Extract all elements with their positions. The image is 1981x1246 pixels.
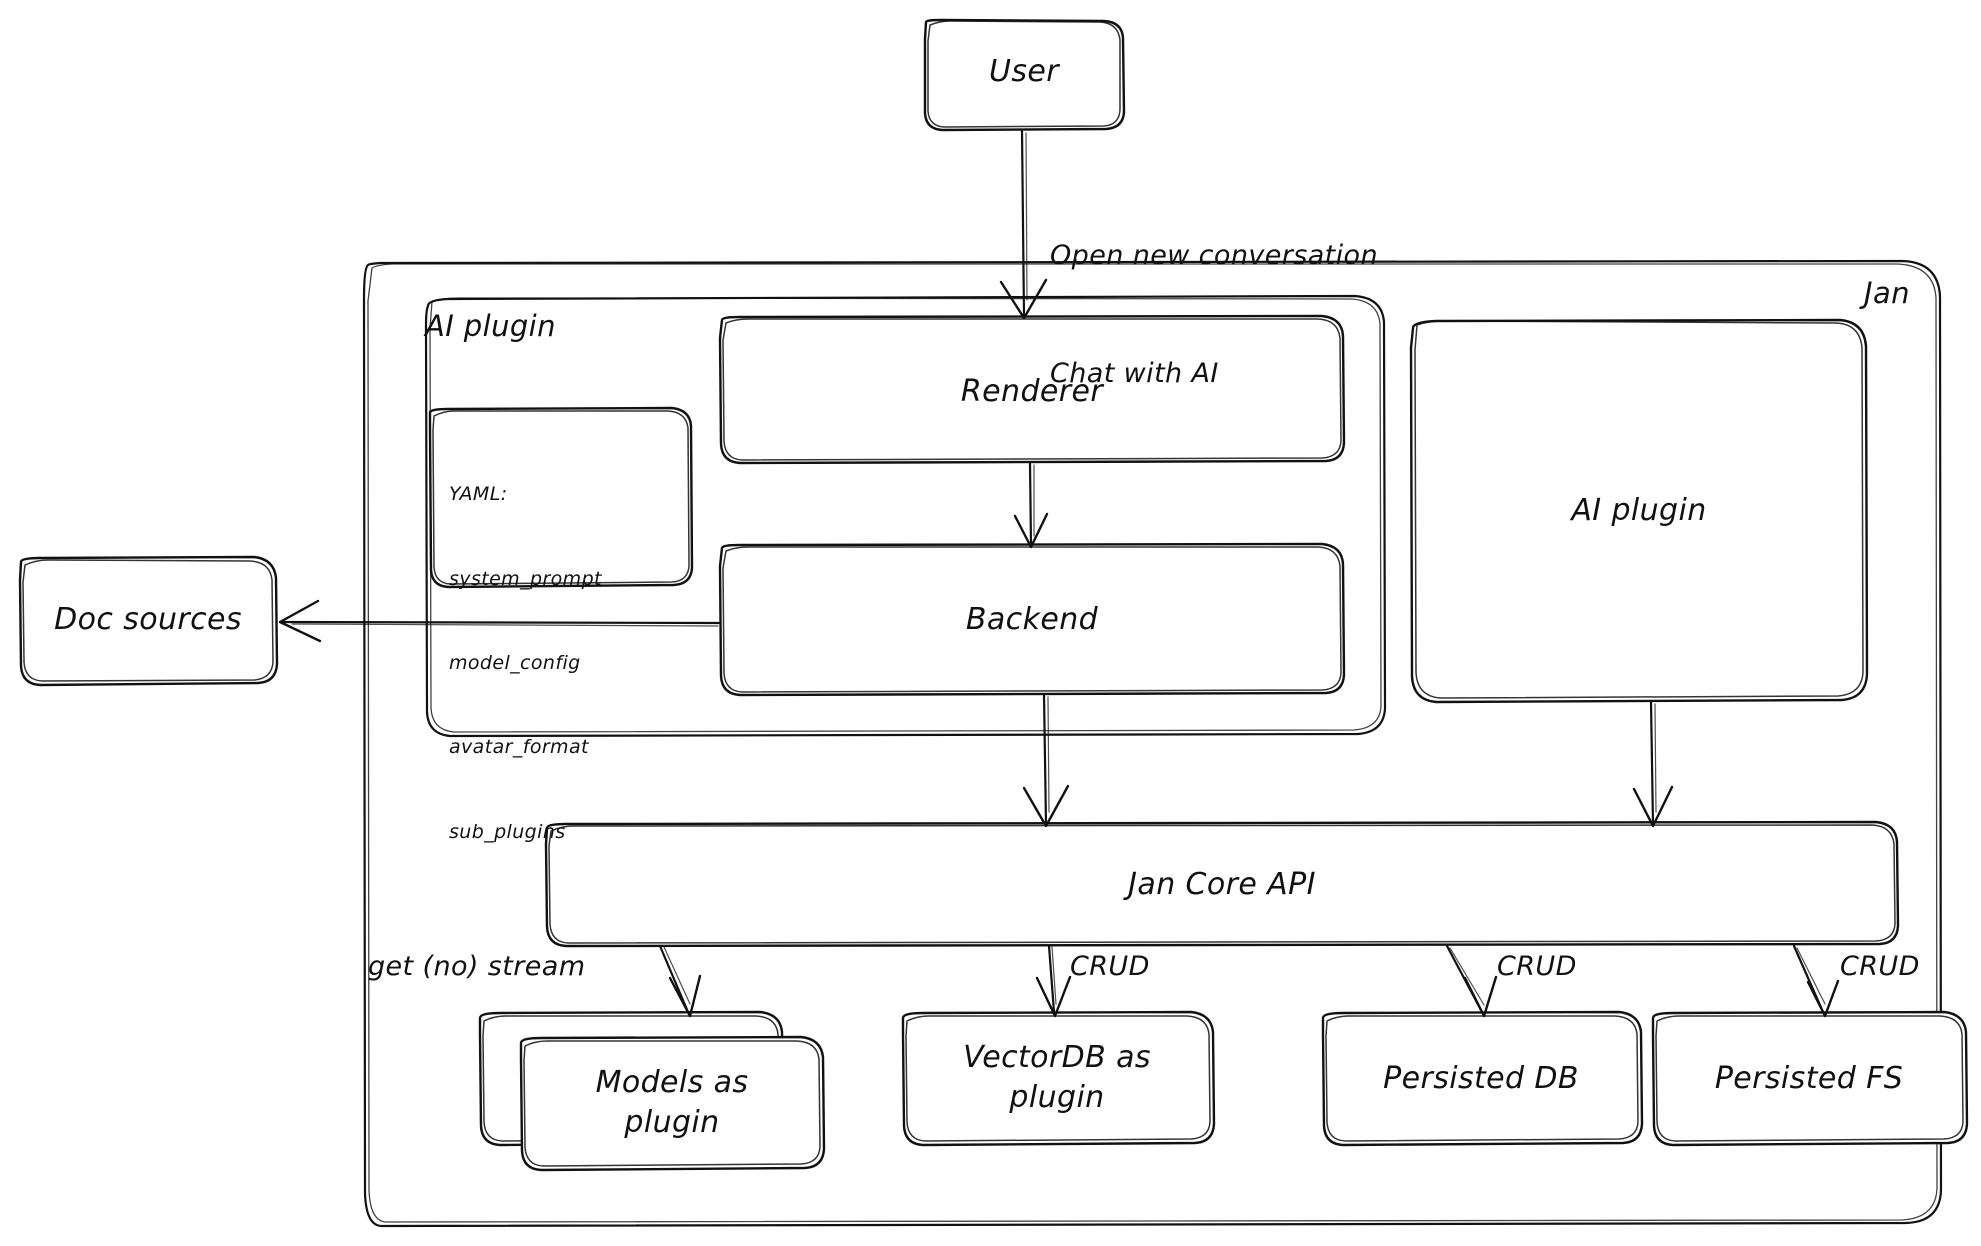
renderer-box-shape[interactable] [718, 314, 1346, 465]
models-plugin-box-shape[interactable] [519, 1035, 826, 1172]
edge-core-to-persisted-fs [1792, 944, 1840, 1018]
vectordb-plugin-box-shape[interactable] [901, 1010, 1216, 1147]
edge-core-to-models [658, 944, 702, 1018]
yaml-note-text: YAML: system_prompt model_config avatar_… [449, 424, 602, 902]
ai-plugin-right-label: AI plugin [1571, 493, 1707, 528]
doc-sources-box-shape[interactable] [18, 555, 279, 687]
yaml-note-title: YAML: [449, 483, 508, 506]
yaml-note-item-0: system_prompt [449, 567, 602, 590]
renderer-label: Renderer [960, 374, 1104, 409]
models-plugin-label: Models as plugin [596, 1063, 749, 1142]
vectordb-plugin-label-line1: VectorDB as [963, 1040, 1151, 1075]
edge-backend-to-core [1022, 693, 1070, 828]
edge-label-user-to-renderer: Open new conversation Chat with AI [1050, 158, 1378, 471]
models-plugin-label-line2: plugin [624, 1104, 720, 1140]
backend-box-shape[interactable] [718, 542, 1346, 697]
vectordb-plugin-label: VectorDB as plugin [963, 1038, 1151, 1117]
jan-core-api-box-shape[interactable] [544, 820, 1900, 948]
user-label: User [989, 54, 1059, 89]
vectordb-plugin-label-line2: plugin [1009, 1079, 1105, 1115]
persisted-fs-box-shape[interactable] [1651, 1010, 1969, 1147]
edge-label-core-to-persisted-fs: CRUD [1840, 951, 1920, 982]
doc-sources-label: Doc sources [54, 602, 242, 637]
edge-user-to-renderer [999, 129, 1048, 320]
yaml-note-item-1: model_config [449, 651, 581, 674]
edge-label-user-line2: Chat with AI [1050, 357, 1219, 389]
models-plugin-label-line1: Models as [595, 1065, 749, 1100]
edge-label-core-to-vectordb: CRUD [1070, 951, 1150, 982]
edge-label-user-line1: Open new conversation [1050, 240, 1378, 272]
edge-core-to-vectordb [1035, 944, 1072, 1018]
persisted-db-label: Persisted DB [1383, 1061, 1579, 1096]
user-box-shape[interactable] [923, 18, 1126, 132]
edge-core-to-persisted-db [1445, 944, 1498, 1018]
edge-renderer-to-backend [1013, 461, 1049, 549]
edge-backend-to-doc-sources [278, 599, 722, 643]
persisted-fs-label: Persisted FS [1714, 1061, 1904, 1096]
jan-container-label: Jan [1864, 276, 1910, 310]
edge-ai-plugin-to-core [1632, 700, 1674, 828]
ai-plugin-container-label: AI plugin [425, 309, 556, 343]
backend-label: Backend [965, 602, 1099, 637]
yaml-note-item-2: avatar_format [449, 736, 589, 759]
jan-core-api-label: Jan Core API [1128, 867, 1316, 902]
persisted-db-box-shape[interactable] [1321, 1010, 1644, 1147]
yaml-note-box-shape[interactable] [428, 406, 694, 589]
edge-label-core-to-persisted-db: CRUD [1497, 951, 1577, 982]
ai-plugin-right-box-shape[interactable] [1409, 318, 1869, 704]
yaml-note-item-3: sub_plugins [449, 820, 566, 843]
edge-label-core-to-models: get (no) stream [368, 951, 586, 982]
